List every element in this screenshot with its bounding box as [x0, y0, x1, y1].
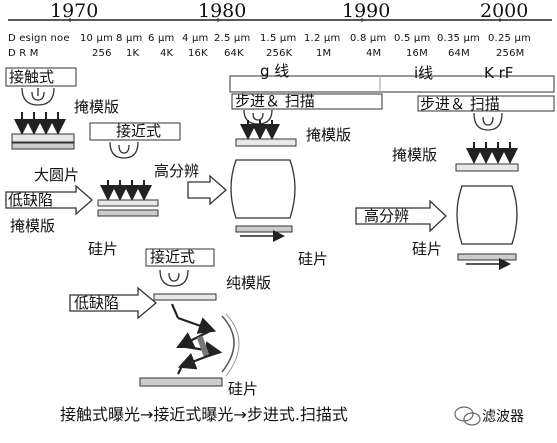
label-krf: K rF — [484, 64, 514, 82]
label-i-line: i线 — [414, 64, 434, 82]
watermark: 滤波器 — [482, 409, 524, 425]
design-rule-5: 1.5 μm — [260, 33, 297, 44]
dram-3: 16K — [188, 48, 208, 59]
label-mask-2: 掩模版 — [10, 217, 56, 235]
design-rule-2: 6 μm — [148, 33, 175, 44]
label-stepper-2: 步进＆ 扫描 — [420, 95, 500, 113]
label-wafer-3: 硅片 — [412, 240, 443, 258]
lamp-icon-5 — [159, 269, 189, 287]
proximity-label-box-1 — [89, 122, 181, 141]
dram-8: 16M — [406, 48, 428, 59]
projection-lens-2 — [456, 185, 518, 245]
exposure-arrows-2 — [100, 180, 152, 201]
label-pure-mask: 纯模版 — [226, 274, 272, 292]
label-contact: 接触式 — [9, 68, 55, 86]
dram-label: D R M — [8, 48, 39, 59]
label-proximity-2: 接近式 — [150, 248, 196, 266]
design-rule-8: 0.5 μm — [394, 33, 431, 44]
design-rule-label: D esign noe — [8, 33, 70, 44]
label-mask-1: 掩模版 — [74, 98, 120, 116]
year-1980: 1980 — [198, 0, 247, 22]
wafer-plate-5 — [139, 377, 223, 387]
label-low-defect-2: 低缺陷 — [74, 294, 120, 312]
mask-plate-2 — [97, 199, 159, 207]
dram-7: 4M — [366, 48, 382, 59]
low-defect-arrow-1 — [5, 184, 93, 216]
label-mask-4: 掩模版 — [392, 146, 438, 164]
caption: 接触式曝光→接近式曝光→步进式.扫描式 — [60, 405, 348, 424]
label-big-wafer: 大圆片 — [34, 166, 80, 184]
design-rule-3: 4 μm — [182, 33, 209, 44]
label-wafer-1: 硅片 — [88, 240, 119, 258]
dram-1: 1K — [126, 48, 140, 59]
mask-plate-1 — [11, 133, 75, 143]
year-1970: 1970 — [50, 0, 99, 22]
label-wafer-4: 硅片 — [228, 380, 259, 398]
design-rule-4: 2.5 μm — [214, 33, 251, 44]
design-rule-9: 0.35 μm — [437, 33, 480, 44]
wechat-icon — [454, 406, 481, 426]
stepper-label-box-2 — [417, 95, 555, 112]
low-defect-arrow-2 — [69, 286, 158, 320]
wavelength-bar — [229, 75, 555, 93]
dram-5: 256K — [266, 48, 293, 59]
wafer-plate-4 — [457, 253, 517, 261]
high-res-arrow-1 — [187, 174, 227, 206]
exposure-arrows-1 — [14, 112, 66, 135]
projection-lens-1 — [230, 159, 296, 219]
design-rule-0: 10 μm — [80, 33, 114, 44]
label-high-res-2: 高分辨 — [364, 207, 410, 225]
wafer-plate-1 — [11, 142, 75, 150]
design-rule-1: 8 μm — [116, 33, 143, 44]
label-stepper-1: 步进＆ 扫描 — [235, 92, 315, 110]
dram-4: 64K — [224, 48, 244, 59]
label-wafer-2: 硅片 — [298, 250, 329, 268]
pure-mask-plate — [153, 293, 217, 301]
dram-10: 256M — [496, 48, 525, 59]
wafer-plate-3 — [235, 225, 293, 233]
year-1990: 1990 — [342, 0, 391, 22]
label-proximity-1: 接近式 — [116, 122, 162, 140]
mask-plate-4 — [455, 163, 519, 172]
exposure-arrows-3 — [240, 120, 280, 140]
dram-0: 256 — [92, 48, 112, 59]
lamp-icon-4 — [473, 112, 503, 131]
design-rule-7: 0.8 μm — [350, 33, 387, 44]
design-rule-10: 0.25 μm — [488, 33, 531, 44]
label-high-res-1: 高分辨 — [154, 162, 200, 180]
label-g-line: g 线 — [260, 62, 290, 80]
dram-9: 64M — [448, 48, 470, 59]
lamp-icon-1 — [21, 87, 55, 106]
design-rule-6: 1.2 μm — [304, 33, 341, 44]
year-2000: 2000 — [480, 0, 529, 22]
stepper-label-box-1 — [231, 93, 383, 110]
proximity-label-box-2 — [145, 248, 215, 267]
exposure-arrows-4 — [466, 142, 518, 164]
wafer-plate-2 — [97, 209, 159, 217]
label-mask-3: 掩模版 — [306, 126, 352, 144]
label-low-defect-1: 低缺陷 — [8, 191, 54, 209]
curved-mirror — [221, 315, 235, 373]
reflective-optics — [170, 303, 223, 375]
dram-2: 4K — [160, 48, 174, 59]
lamp-icon-2 — [109, 141, 139, 159]
mask-plate-3 — [235, 138, 297, 147]
high-res-arrow-2 — [355, 199, 447, 233]
contact-label-box — [5, 67, 77, 87]
dram-6: 1M — [316, 48, 332, 59]
